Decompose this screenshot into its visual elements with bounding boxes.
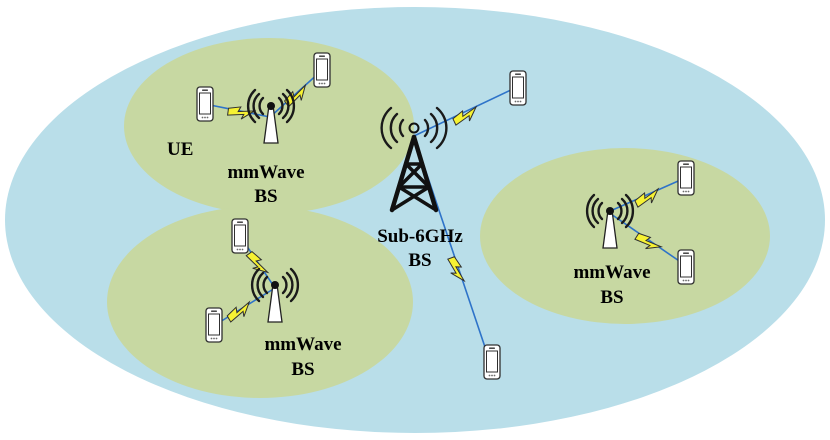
mmwave-bs-label-right: mmWave xyxy=(573,262,650,283)
ue-label: UE xyxy=(167,139,193,160)
small-cell-coverage-bottom-left xyxy=(107,206,413,398)
mmwave-bs-label-bottom-left-line2: BS xyxy=(291,359,314,380)
beam-link xyxy=(413,87,516,137)
smartphone-icon xyxy=(509,70,527,106)
smartphone-icon xyxy=(231,218,249,254)
smartphone-icon xyxy=(677,249,695,285)
mmwave-bs-label-right-line2: BS xyxy=(600,287,623,308)
smartphone-icon xyxy=(483,344,501,380)
smartphone-icon xyxy=(196,86,214,122)
mmwave-bs-label-bottom-left: mmWave xyxy=(264,334,341,355)
smartphone-icon xyxy=(313,52,331,88)
sub6ghz-bs-label: Sub-6GHz xyxy=(377,226,463,247)
smartphone-icon xyxy=(677,160,695,196)
smartphone-icon xyxy=(205,307,223,343)
sub6ghz-bs-label-line2: BS xyxy=(408,250,431,271)
cell-tower-icon xyxy=(380,106,448,213)
mmwave-bs-label-top-left: mmWave xyxy=(227,162,304,183)
small-cell-coverage-right xyxy=(480,148,770,324)
mmwave-bs-label-top-left-line2: BS xyxy=(254,186,277,207)
beam-link xyxy=(269,71,321,118)
